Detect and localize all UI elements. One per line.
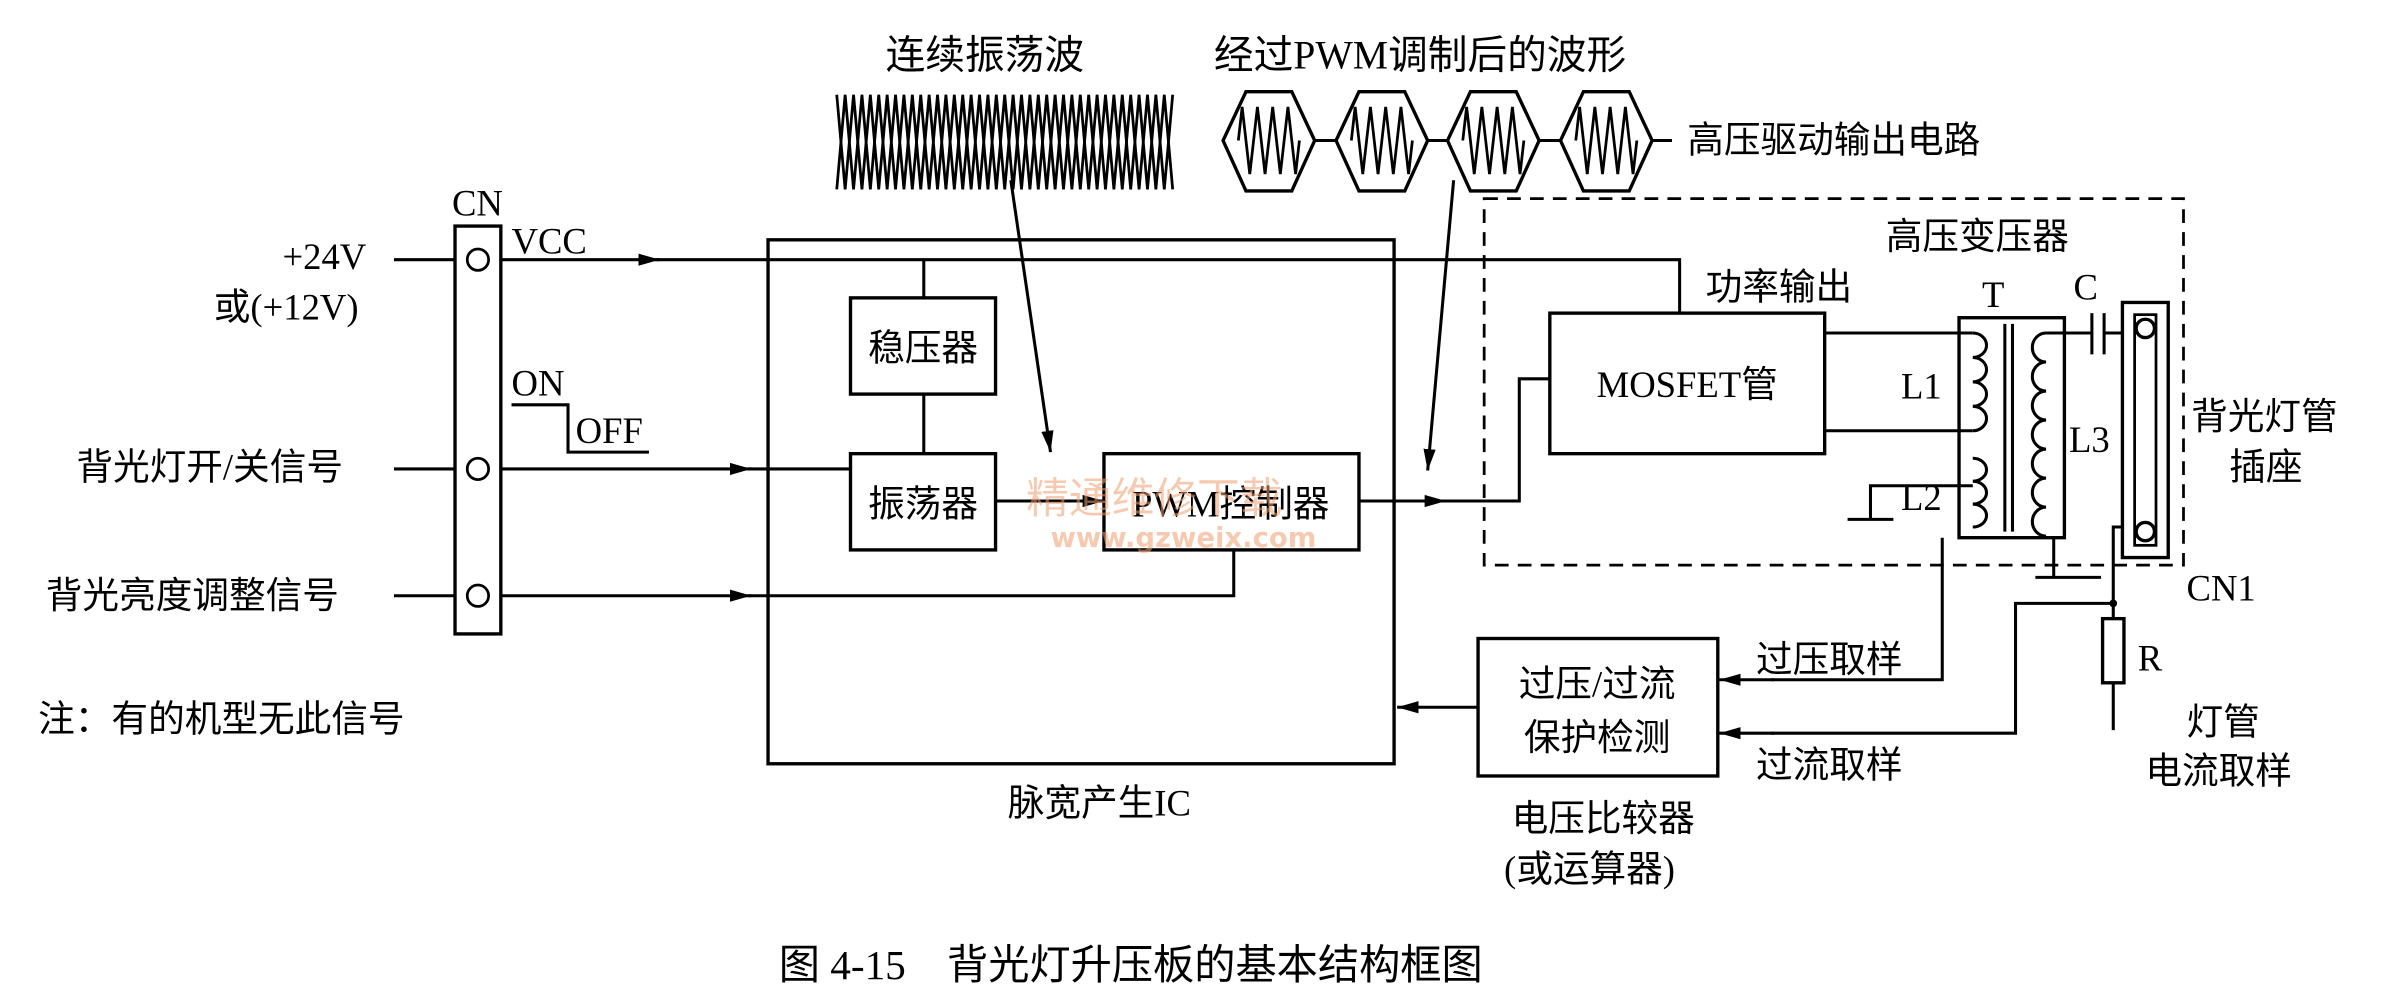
- pwm-wave-pointer-arrow: [1423, 180, 1456, 471]
- on-off-step-waveform: [511, 403, 649, 454]
- protection-label-line1: 过压/过流: [1519, 664, 1676, 705]
- lamp-socket-pin-bottom: [2134, 520, 2157, 543]
- lamp-socket-label-line2: 插座: [2229, 447, 2302, 488]
- watermark-text: 精通维修下载: [1026, 474, 1282, 524]
- lamp-tube: [2133, 313, 2158, 547]
- cn-connector: [453, 224, 503, 636]
- transformer-t-label: T: [1982, 274, 2004, 315]
- coil-l2: [1972, 456, 1989, 529]
- pwm-burst-wave-1: [1236, 106, 1301, 175]
- note-label: 注：有的机型无此信号: [38, 699, 404, 740]
- overcurrent-junction-dot: [2109, 599, 2118, 608]
- overvoltage-sample-line: [1771, 537, 1944, 682]
- cn-pin-onoff: [465, 456, 490, 482]
- pwm-ic-label: 脉宽产生IC: [1008, 783, 1191, 824]
- onoff-signal-label: 背光灯开/关信号: [76, 447, 343, 488]
- coil-l2-ground-lead: [1868, 484, 1973, 520]
- overvoltage-sample-label: 过压取样: [1756, 639, 1903, 680]
- vcc-line: [656, 258, 1682, 314]
- coil-l1-label: L1: [1901, 366, 1942, 407]
- brightness-signal-line: [748, 549, 1236, 598]
- socket-return-lead: [2111, 525, 2123, 619]
- regulator-box: [848, 296, 998, 396]
- cn-pin-brightness: [465, 583, 490, 608]
- lamp-socket-pin-top: [2134, 317, 2157, 340]
- pwm-burst-wave-3: [1461, 106, 1526, 175]
- pwm-controller-label: PWM控制器: [1132, 483, 1329, 524]
- resistor-r-label: R: [2138, 638, 2163, 679]
- protection-label-line2: 保护检测: [1524, 717, 1671, 758]
- continuous-wave-pointer-arrow: [1009, 180, 1054, 453]
- coil-l3-label: L3: [2069, 419, 2110, 460]
- on-label: ON: [512, 363, 565, 404]
- pwm-burst-wave-2: [1349, 106, 1414, 175]
- overcurrent-sample-label: 过流取样: [1756, 745, 1903, 786]
- off-label: OFF: [576, 410, 643, 451]
- continuous-wave-label: 连续振荡波: [886, 34, 1084, 78]
- regulator-label: 稳压器: [868, 327, 978, 368]
- hv-output-dashed-box: [1482, 197, 2185, 567]
- pwm-burst-group: [1221, 89, 1654, 193]
- continuous-wave-trace-b: [835, 94, 1175, 190]
- hv-drive-label: 高压驱动输出电路: [1687, 120, 1980, 161]
- coil-l2-label: L2: [1901, 477, 1942, 518]
- overcurrent-sample-line: [1771, 601, 2114, 735]
- oscillator-label: 振荡器: [868, 483, 978, 524]
- input-12v-label: 或(+12V): [214, 286, 359, 327]
- power-output-label: 功率输出: [1706, 266, 1853, 307]
- mosfet-box: [1548, 311, 1827, 456]
- vcc-label: VCC: [512, 221, 587, 262]
- input-24v-label: +24V: [282, 236, 366, 277]
- pwm-output-line: [1442, 377, 1550, 503]
- coil-l3: [2030, 331, 2047, 538]
- brightness-signal-label: 背光亮度调整信号: [46, 575, 339, 616]
- coil-l1: [1972, 331, 1989, 433]
- lamp-socket-label-line1: 背光灯管: [2191, 396, 2338, 437]
- lamp-current-label-line2: 电流取样: [2145, 751, 2292, 792]
- watermark-url: www.gzweix.com: [1051, 522, 1317, 554]
- sense-resistor: [2100, 616, 2126, 685]
- protection-detect-box: [1476, 636, 1720, 778]
- transformer-body: [1957, 316, 2067, 540]
- lamp-current-label-line1: 灯管: [2187, 702, 2260, 743]
- cn1-label: CN1: [2187, 567, 2256, 608]
- capacitor-c-label: C: [2074, 266, 2098, 307]
- comparator-label-line2: (或运算器): [1504, 848, 1675, 889]
- mosfet-label: MOSFET管: [1597, 364, 1778, 405]
- continuous-wave-trace-a: [835, 94, 1175, 190]
- comparator-label-line1: 电压比较器: [1512, 798, 1695, 839]
- pwm-burst-wave-4: [1574, 106, 1639, 175]
- cn-label: CN: [452, 182, 503, 223]
- figure-caption: 图 4-15 背光灯升压板的基本结构框图: [779, 942, 1483, 988]
- cn-pin-vcc: [465, 247, 490, 272]
- hv-transformer-label: 高压变压器: [1886, 216, 2069, 257]
- lamp-socket: [2120, 300, 2170, 560]
- pwm-wave-label: 经过PWM调制后的波形: [1214, 34, 1626, 78]
